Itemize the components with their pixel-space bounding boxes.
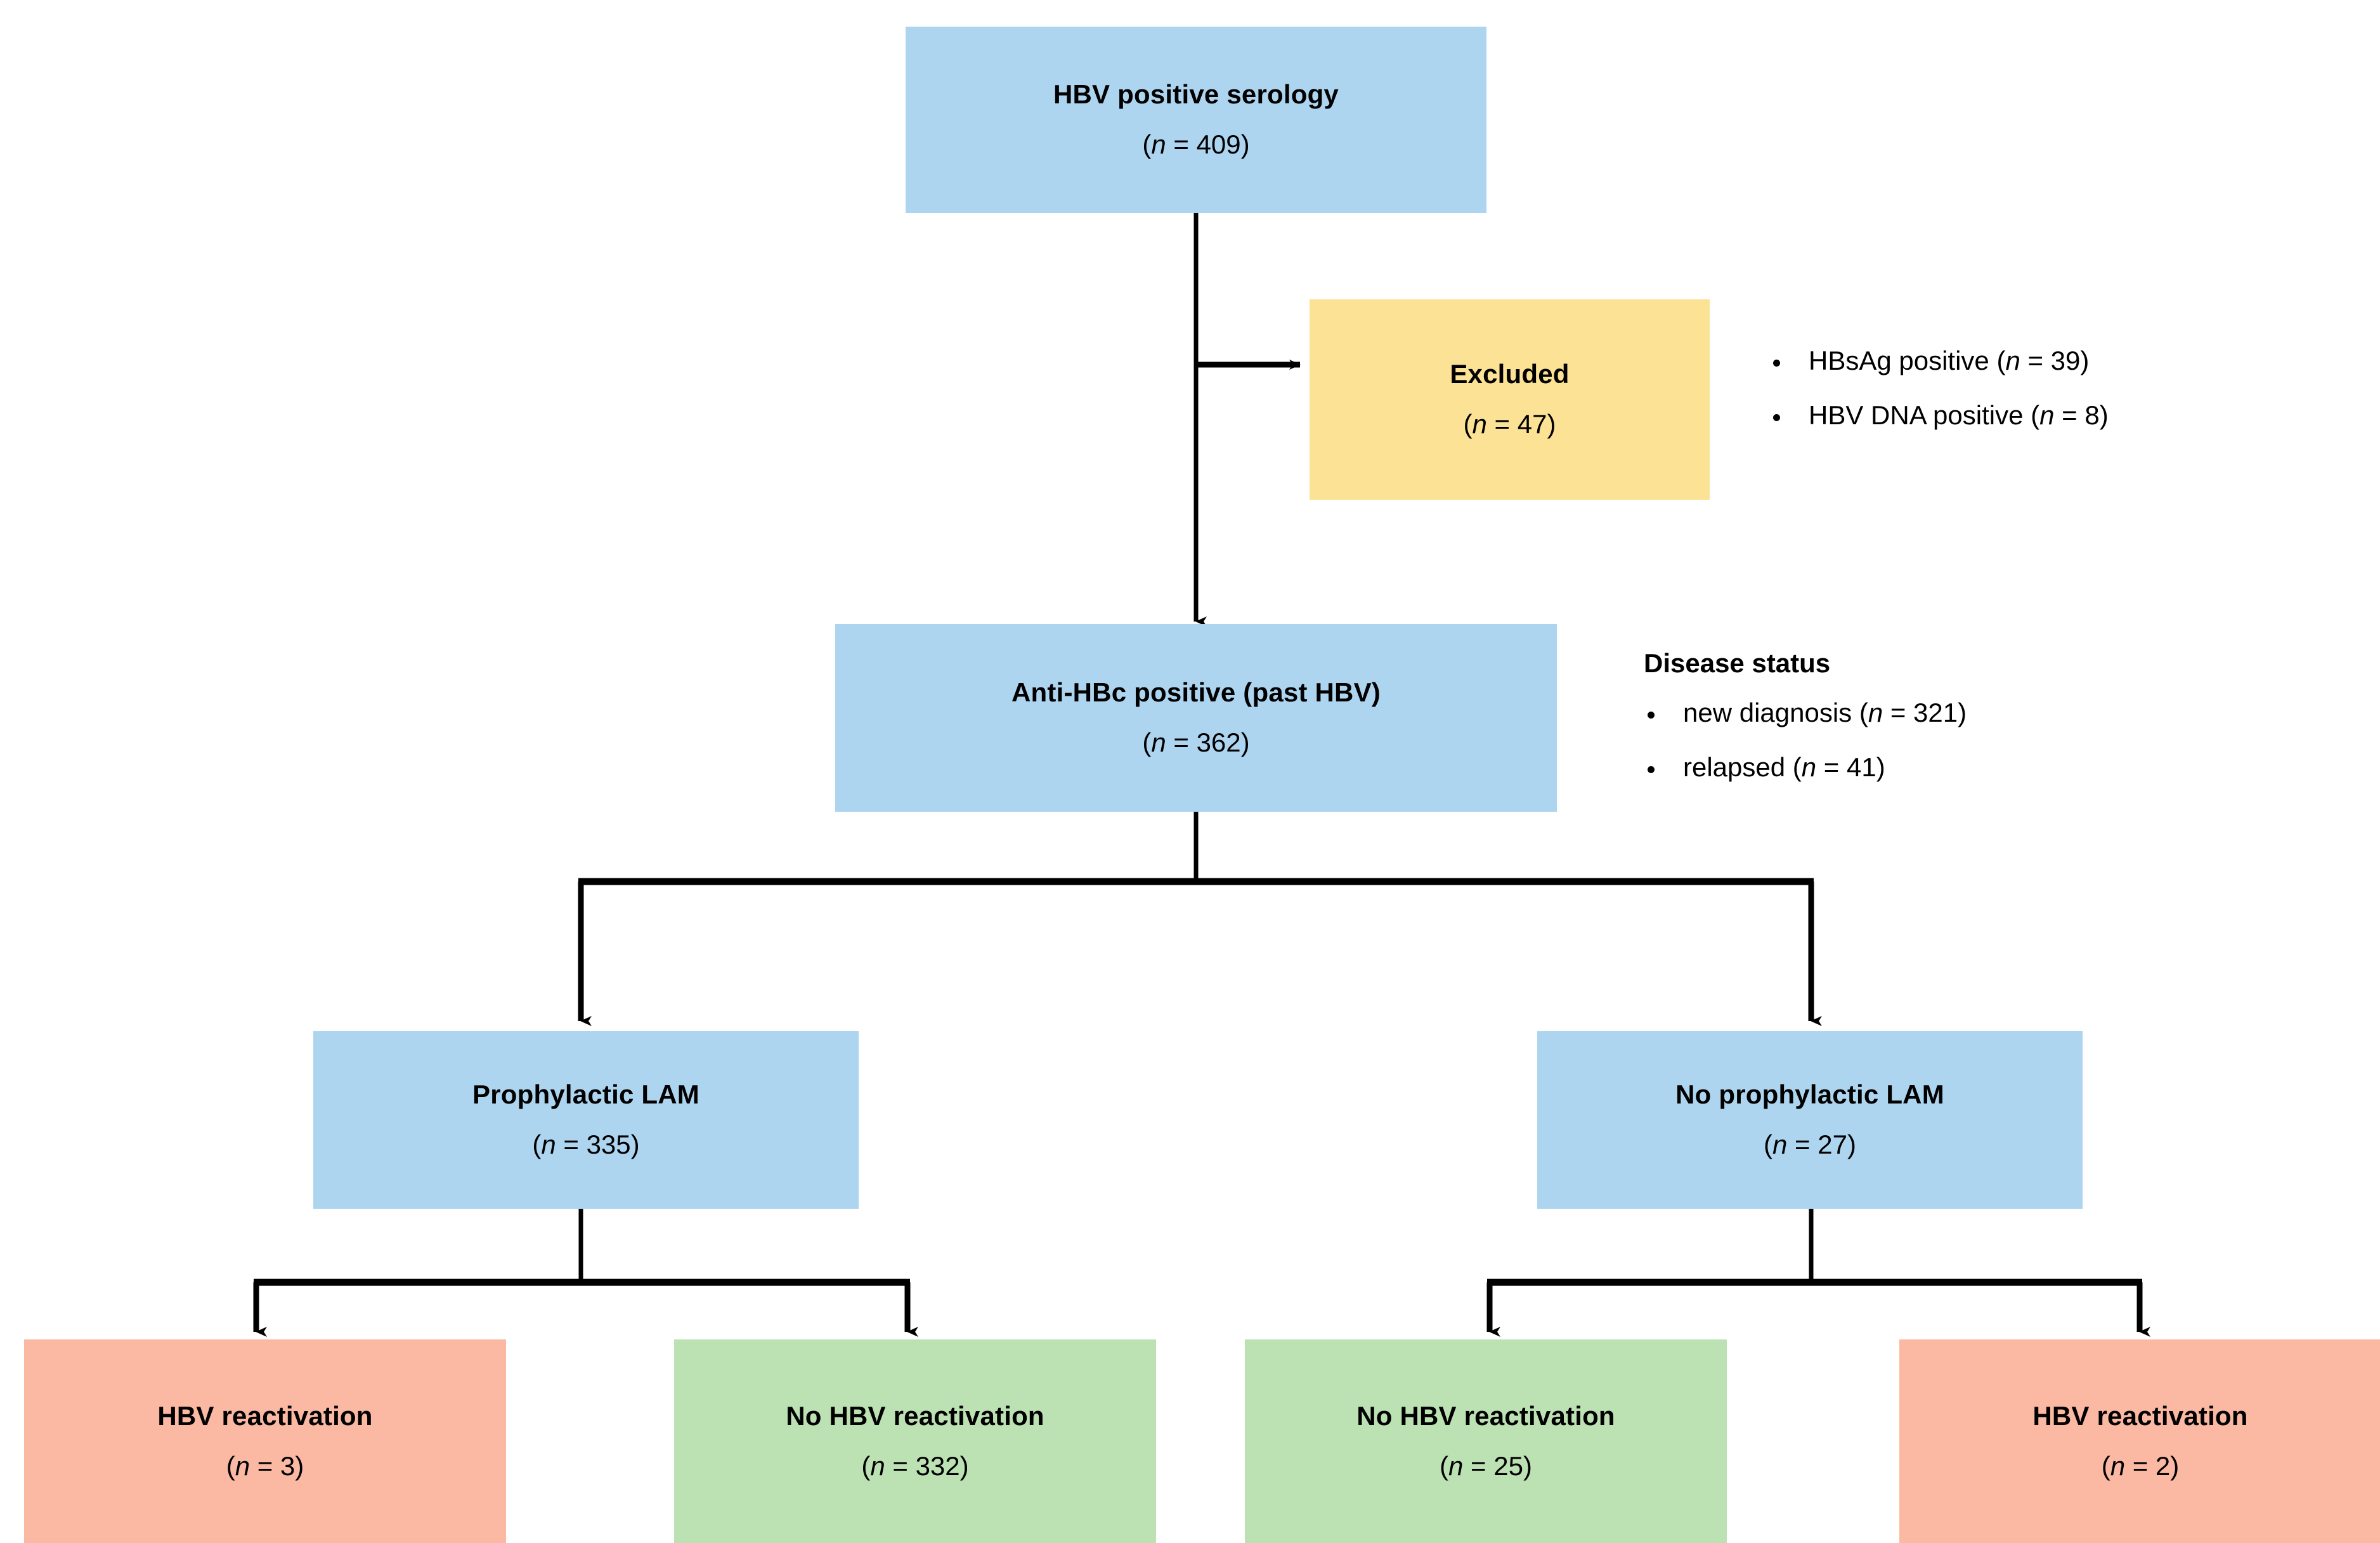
node-nolam-no-hbv-reactivation[interactable]: No HBV reactivation (n = 25) <box>1245 1339 1727 1543</box>
list-item-label: HBV DNA positive (n = 8) <box>1809 400 2109 430</box>
exclusion-reasons-list: HBsAg positive (n = 39) HBV DNA positive… <box>1769 346 2340 431</box>
node-excluded[interactable]: Excluded (n = 47) <box>1310 299 1710 500</box>
disease-status-panel: Disease status new diagnosis (n = 321) r… <box>1644 648 2253 783</box>
node-title: Excluded <box>1450 359 1570 389</box>
bullet-dot-icon <box>1773 414 1780 421</box>
node-title: No HBV reactivation <box>786 1400 1044 1431</box>
node-lam-no-hbv-reactivation[interactable]: No HBV reactivation (n = 332) <box>674 1339 1156 1543</box>
list-item: new diagnosis (n = 321) <box>1644 698 2253 728</box>
node-title: No HBV reactivation <box>1356 1400 1615 1431</box>
node-title: Anti-HBc positive (past HBV) <box>1011 677 1381 708</box>
node-count: (n = 335) <box>532 1130 640 1159</box>
disease-status-bullets: new diagnosis (n = 321) relapsed (n = 41… <box>1644 698 2253 783</box>
node-title: HBV positive serology <box>1053 79 1339 110</box>
node-title: Prophylactic LAM <box>472 1079 699 1110</box>
node-count: (n = 3) <box>226 1450 304 1481</box>
list-item-label: relapsed (n = 41) <box>1683 752 1885 782</box>
node-title: HBV reactivation <box>2032 1400 2248 1431</box>
node-count: (n = 25) <box>1440 1450 1532 1481</box>
bullet-dot-icon <box>1773 360 1780 367</box>
list-item-label: HBsAg positive (n = 39) <box>1809 346 2090 375</box>
node-count: (n = 47) <box>1463 409 1556 439</box>
node-anti-hbc-positive[interactable]: Anti-HBc positive (past HBV) (n = 362) <box>835 624 1557 812</box>
node-title: No prophylactic LAM <box>1675 1079 1944 1110</box>
bullet-dot-icon <box>1648 712 1655 719</box>
exclusion-bullets: HBsAg positive (n = 39) HBV DNA positive… <box>1769 346 2340 431</box>
list-item-label: new diagnosis (n = 321) <box>1683 698 1967 727</box>
node-prophylactic-lam[interactable]: Prophylactic LAM (n = 335) <box>313 1031 859 1209</box>
node-title: HBV reactivation <box>157 1400 373 1431</box>
node-count: (n = 2) <box>2101 1450 2180 1481</box>
node-hbv-positive-serology[interactable]: HBV positive serology (n = 409) <box>906 27 1486 213</box>
bullet-dot-icon <box>1648 766 1655 773</box>
node-count: (n = 409) <box>1142 129 1250 159</box>
node-count: (n = 362) <box>1142 727 1250 757</box>
node-lam-hbv-reactivation[interactable]: HBV reactivation (n = 3) <box>24 1339 506 1543</box>
node-count: (n = 332) <box>861 1450 969 1481</box>
list-item: HBsAg positive (n = 39) <box>1769 346 2340 376</box>
node-count: (n = 27) <box>1764 1130 1856 1159</box>
list-item: relapsed (n = 41) <box>1644 752 2253 783</box>
node-nolam-hbv-reactivation[interactable]: HBV reactivation (n = 2) <box>1899 1339 2380 1543</box>
node-no-prophylactic-lam[interactable]: No prophylactic LAM (n = 27) <box>1537 1031 2083 1209</box>
list-item: HBV DNA positive (n = 8) <box>1769 400 2340 431</box>
disease-status-heading: Disease status <box>1644 648 1831 678</box>
